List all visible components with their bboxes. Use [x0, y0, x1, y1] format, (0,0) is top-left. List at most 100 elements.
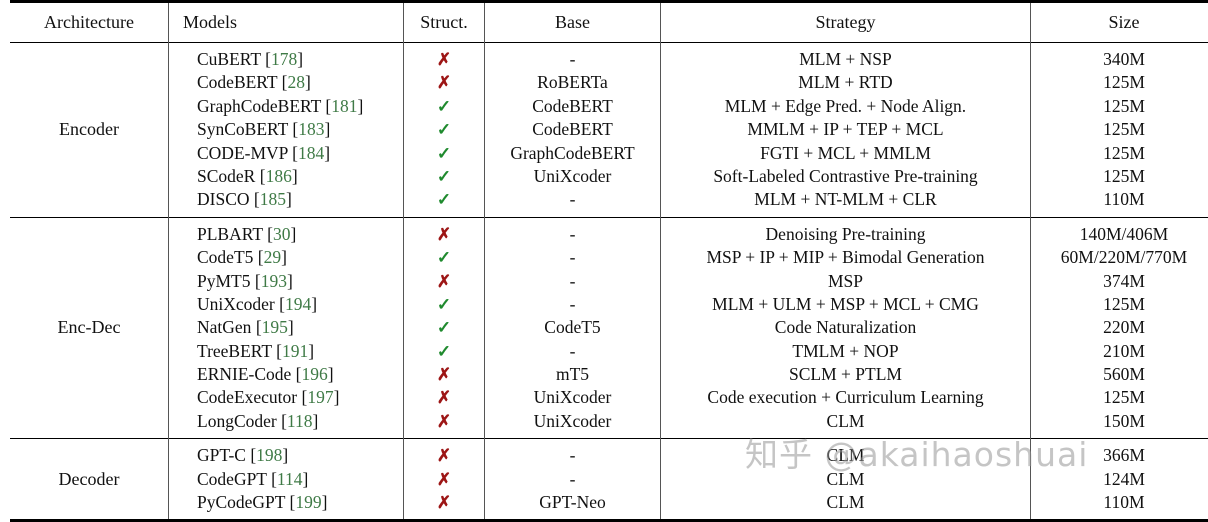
table-row: ✓ — [437, 165, 451, 188]
table-row: 125M — [1103, 165, 1145, 188]
cross-icon: ✗ — [437, 272, 451, 291]
citation-bracket: ] — [290, 224, 296, 244]
table-row: - — [570, 270, 576, 293]
table-row: LongCoder [118] — [197, 410, 318, 433]
citation-link[interactable]: 118 — [287, 411, 313, 431]
size-value: 110M — [1103, 189, 1144, 209]
table-header: Architecture Models Struct. Base Strateg… — [10, 2, 1208, 43]
table-row: NatGen [195] — [197, 316, 294, 339]
cross-icon: ✗ — [437, 50, 451, 69]
citation-link[interactable]: 184 — [298, 143, 324, 163]
citation-link[interactable]: 30 — [273, 224, 291, 244]
table-row: ✓ — [437, 142, 451, 165]
table-row: GraphCodeBERT — [510, 142, 634, 165]
table-row: ✗ — [437, 71, 451, 94]
table-row: 125M — [1103, 293, 1145, 316]
base-model: - — [570, 189, 576, 209]
table-row: mT5 — [556, 363, 589, 386]
citation-link[interactable]: 185 — [260, 189, 286, 209]
table-row: MLM + NT-MLM + CLR — [754, 188, 936, 211]
architecture-label: Enc-Dec — [10, 217, 169, 439]
strategy-text: CLM — [827, 469, 865, 489]
table-row: ✓ — [437, 118, 451, 141]
table-row: MLM + NSP — [799, 48, 892, 71]
table-row: RoBERTa — [537, 71, 608, 94]
table-row: PyCodeGPT [199] — [197, 491, 327, 514]
table-row: CodeT5 — [544, 316, 600, 339]
table-row: UniXcoder — [534, 386, 612, 409]
table-row: DISCO [185] — [197, 188, 292, 211]
table-row: ✓ — [437, 246, 451, 269]
check-icon: ✓ — [437, 190, 451, 209]
size-value: 210M — [1103, 341, 1145, 361]
citation-bracket: ] — [305, 72, 311, 92]
citation-link[interactable]: 194 — [285, 294, 311, 314]
table-row: 60M/220M/770M — [1061, 246, 1187, 269]
base-model: - — [570, 224, 576, 244]
strategy-text: MLM + RTD — [798, 72, 892, 92]
citation-link[interactable]: 178 — [271, 49, 297, 69]
citation-bracket: ] — [303, 469, 309, 489]
table-row: 340M — [1103, 48, 1145, 71]
check-icon: ✓ — [437, 144, 451, 163]
table-row: UniXcoder — [534, 410, 612, 433]
citation-bracket: ] — [288, 317, 294, 337]
table-row: CodeBERT [28] — [197, 71, 311, 94]
table-row: - — [570, 444, 576, 467]
citation-bracket: ] — [313, 411, 319, 431]
citation-bracket: ] — [324, 119, 330, 139]
check-icon: ✓ — [437, 97, 451, 116]
base-model: - — [570, 469, 576, 489]
citation-link[interactable]: 181 — [331, 96, 357, 116]
citation-link[interactable]: 197 — [307, 387, 333, 407]
citation-bracket: ] — [357, 96, 363, 116]
table-row: Denoising Pre-training — [766, 223, 926, 246]
table-row: ERNIE-Code [196] — [197, 363, 334, 386]
column-header-base: Base — [485, 2, 661, 43]
table-row: CodeGPT [114] — [197, 468, 308, 491]
table-row: ✗ — [437, 444, 451, 467]
citation-link[interactable]: 186 — [266, 166, 292, 186]
strategy-text: FGTI + MCL + MMLM — [760, 143, 931, 163]
citation-bracket: ] — [297, 49, 303, 69]
citation-link[interactable]: 183 — [298, 119, 324, 139]
table-row: 150M — [1103, 410, 1145, 433]
strategy-text: Denoising Pre-training — [766, 224, 926, 244]
strategy-text: CLM — [827, 411, 865, 431]
table-row: 125M — [1103, 71, 1145, 94]
citation-link[interactable]: 29 — [264, 247, 282, 267]
model-name: DISCO — [197, 189, 254, 209]
table-row: GraphCodeBERT [181] — [197, 95, 363, 118]
base-model: - — [570, 294, 576, 314]
strategy-text: MLM + Edge Pred. + Node Align. — [725, 96, 966, 116]
model-name: CodeT5 — [197, 247, 258, 267]
model-name: PyMT5 — [197, 271, 255, 291]
citation-link[interactable]: 199 — [295, 492, 321, 512]
citation-link[interactable]: 28 — [288, 72, 306, 92]
table-row: CODE-MVP [184] — [197, 142, 330, 165]
size-value: 220M — [1103, 317, 1145, 337]
citation-bracket: ] — [334, 387, 340, 407]
citation-link[interactable]: 198 — [256, 445, 282, 465]
citation-link[interactable]: 195 — [262, 317, 288, 337]
citation-link[interactable]: 191 — [282, 341, 308, 361]
citation-bracket: ] — [308, 341, 314, 361]
cross-icon: ✗ — [437, 388, 451, 407]
citation-link[interactable]: 196 — [302, 364, 328, 384]
citation-link[interactable]: 114 — [277, 469, 303, 489]
strategy-text: CLM — [827, 492, 865, 512]
model-name: CuBERT — [197, 49, 265, 69]
table-row: - — [570, 188, 576, 211]
base-model: - — [570, 49, 576, 69]
table-row: 125M — [1103, 142, 1145, 165]
citation-link[interactable]: 193 — [261, 271, 287, 291]
strategy-text: MMLM + IP + TEP + MCL — [747, 119, 943, 139]
